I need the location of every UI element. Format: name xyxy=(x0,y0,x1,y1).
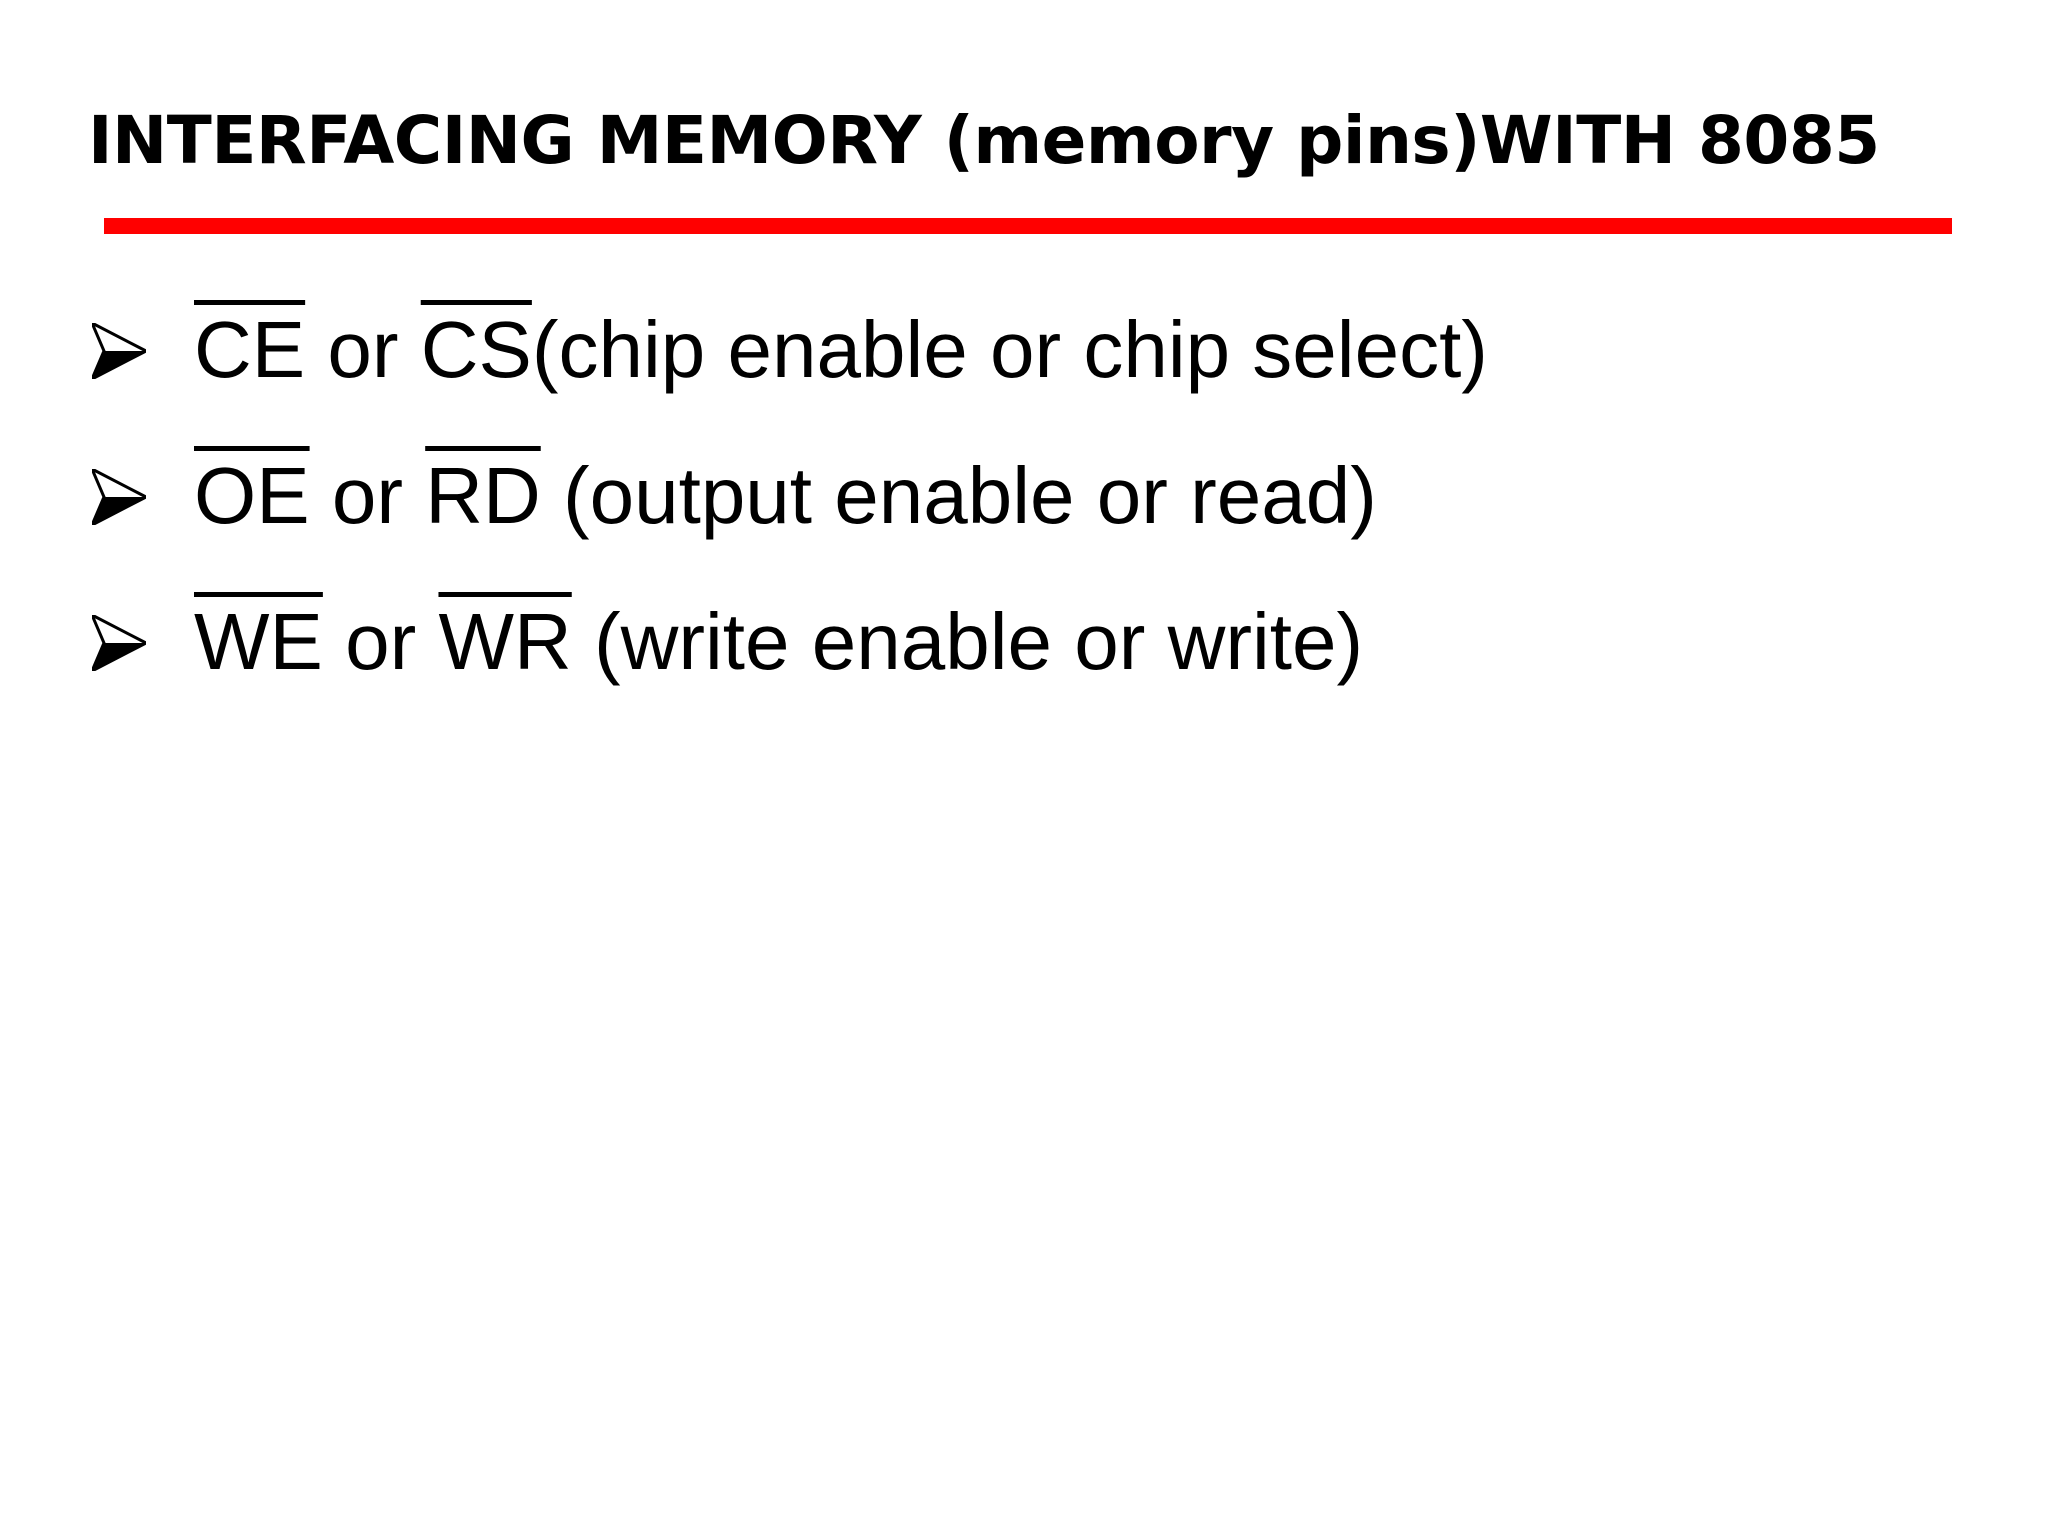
title-underline-rule xyxy=(104,218,1952,234)
bullet-item-write-enable: WE or WR (write enable or write) xyxy=(0,587,2000,697)
signal-joiner: or xyxy=(309,451,426,540)
signal-joiner: or xyxy=(322,597,439,686)
signal-description: (write enable or write) xyxy=(571,597,1364,686)
arrow-bullet-icon xyxy=(92,469,146,525)
signal-description: (chip enable or chip select) xyxy=(531,305,1488,394)
signal-name-active-low: WE xyxy=(194,597,323,686)
arrow-bullet-icon xyxy=(92,615,146,671)
signal-joiner: or xyxy=(305,305,421,394)
signal-name-active-low: CE xyxy=(194,305,306,394)
bullet-text: OE or RD (output enable or read) xyxy=(194,441,1377,551)
arrow-bullet-icon xyxy=(92,323,146,379)
bullet-text: CE or CS(chip enable or chip select) xyxy=(194,295,1488,405)
signal-name-active-low: WR xyxy=(438,597,572,686)
bullet-item-output-enable: OE or RD (output enable or read) xyxy=(0,441,2000,551)
signal-description: (output enable or read) xyxy=(540,451,1377,540)
bullet-text: WE or WR (write enable or write) xyxy=(194,587,1363,697)
signal-name-active-low: CS xyxy=(420,305,532,394)
slide-title: INTERFACING MEMORY (memory pins)WITH 808… xyxy=(88,102,1880,179)
bullet-item-chip-enable: CE or CS(chip enable or chip select) xyxy=(0,295,2000,405)
signal-name-active-low: OE xyxy=(194,451,310,540)
signal-name-active-low: RD xyxy=(425,451,541,540)
